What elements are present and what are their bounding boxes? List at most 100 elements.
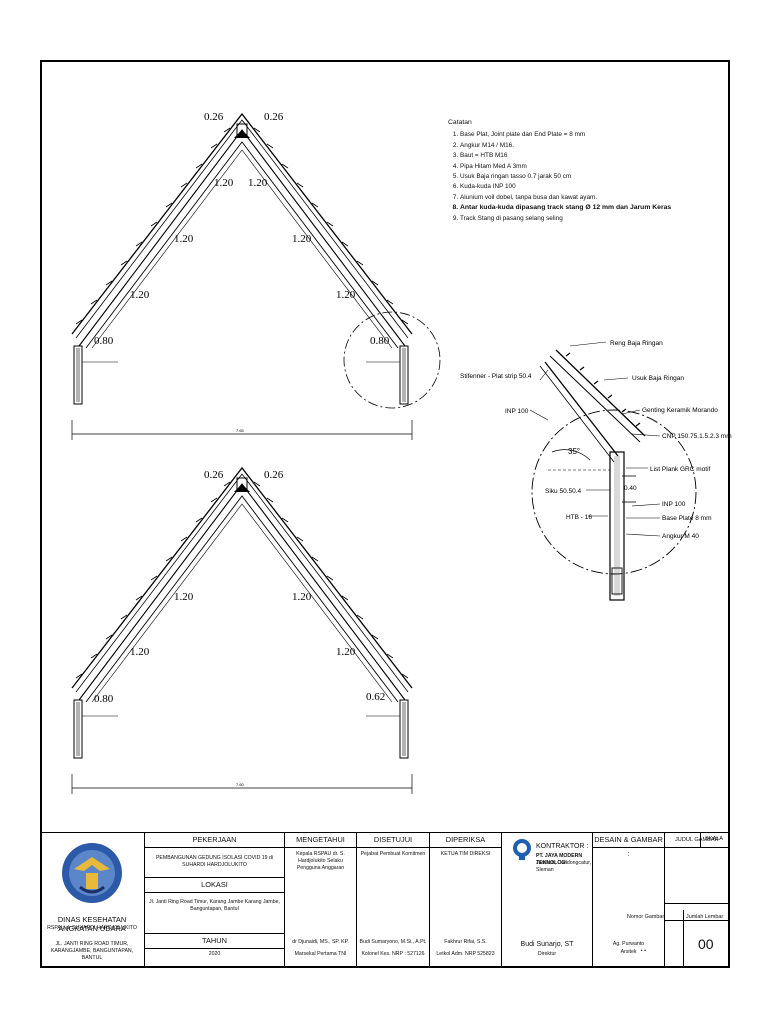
truss-top: 0.26 0.26 1.20 1.20 1.20 1.20 1.20 1.20 … [71, 111, 413, 441]
skala-divider [700, 832, 701, 848]
judul-header-row: JUDUL GAMBAR [665, 833, 728, 848]
truss-top-span: 7.65 [236, 428, 245, 433]
drawing-sheet [40, 60, 730, 968]
label-inp-bottom: INP 100 [662, 501, 686, 508]
agency-address: JL. JANTI RING ROAD TIMUR, KARANGJAMBE, … [50, 941, 134, 961]
note-item: Alunium voil dobel, tanpa busa dan kawat… [460, 193, 671, 203]
mengetahui-cell: MENGETAHUI Kepala RSPAU dr. S. Hardjoluk… [285, 833, 357, 967]
pekerjaan-value: PEMBANGUNAN GEDUNG ISOLASI COVID 19 di S… [155, 855, 274, 868]
truss-top-dim-right-1: 1.20 [248, 177, 268, 189]
label-cnp: CNP 150.75.1.5.2.3 mm [662, 433, 732, 440]
detail-view [529, 341, 697, 601]
truss-bottom-span: 7.60 [236, 782, 245, 787]
jumlah-value: 00 [698, 936, 714, 952]
label-base: Base Plate 8 mm [662, 515, 712, 522]
mengetahui-rank: Marsekal Pertama TNI [294, 951, 347, 957]
contractor-logo-icon [513, 839, 531, 860]
truss-top-dim-left-2: 1.20 [174, 233, 194, 245]
tahun-header: TAHUN [145, 933, 284, 949]
kontraktor-header: KONTRAKTOR : [536, 843, 589, 850]
desain-header: DESAIN & GAMBAR : [593, 835, 664, 858]
label-angkur: Angkur M 40 [662, 533, 699, 540]
truss-bottom: 0.26 0.26 1.20 1.20 1.20 1.20 0.80 0.62 … [71, 467, 413, 795]
diperiksa-header: DIPERIKSA [430, 833, 501, 848]
tahun-value: 2020 [208, 951, 221, 957]
agency-name: DINAS KESEHATAN ANGKATAN UDARA [57, 915, 127, 933]
lokasi-value: Jl. Janti Ring Road Timur, Karang Jambe … [149, 899, 280, 912]
nomor-label: Nomor Gambar [627, 914, 665, 920]
note-item: Antar kuda-kuda dipasang track stang Ø 1… [460, 203, 671, 213]
disetujui-cell: DISETUJUI Pejabat Pembuat Komitmen Budi … [357, 833, 430, 967]
skala-label: SKALA [705, 836, 724, 842]
nomor-value: .. [640, 940, 647, 954]
truss-bottom-dim-top-right: 0.26 [264, 469, 284, 481]
truss-bottom-eave-right: 0.62 [366, 691, 385, 703]
diperiksa-cell: DIPERIKSA KETUA TIM DIREKSI Fakhrur Rifa… [430, 833, 502, 967]
truss-top-eave-right: 0.80 [370, 335, 390, 347]
disetujui-role: Pejabat Pembuat Komitmen [360, 851, 426, 857]
truss-bottom-dim-left-1: 1.20 [174, 591, 194, 603]
truss-top-dim-left-1: 1.20 [214, 177, 234, 189]
truss-top-dim-top-right: 0.26 [264, 111, 284, 123]
diperiksa-name: Fakhrur Rifai, S.S. [444, 939, 487, 945]
kontraktor-cell: KONTRAKTOR : PT. JAYA MODERN TEKNOLOGI J… [502, 833, 593, 967]
label-list: List Plank GRC motif [650, 466, 711, 473]
kontraktor-company: PT. JAYA MODERN TEKNOLOGI [536, 853, 583, 866]
callout-circle-small [343, 311, 441, 409]
agency-sub: RSPAU dr SUHARDI HARDJOLUKITO [47, 925, 137, 931]
mengetahui-name: dr Djunaidi, MS., SP. KP. [292, 939, 349, 945]
judul-label: JUDUL GAMBAR [675, 837, 719, 843]
label-stiffener: Stifenner - Plat strip 50.4 [460, 373, 532, 380]
agency-logo-icon [62, 843, 122, 903]
judul-cell: JUDUL GAMBAR [665, 833, 728, 967]
disetujui-rank: Kolonel Kes. NRP : 527126 [361, 951, 425, 957]
note-item: Track Stang di pasang selang seling [460, 214, 671, 224]
mengetahui-role: Kepala RSPAU dr. S. Hardjolukito Selaku … [296, 851, 345, 871]
disetujui-header: DISETUJUI [357, 833, 429, 848]
lokasi-header: LOKASI [145, 877, 284, 893]
jumlah-label: Jumlah Lembar [686, 914, 724, 920]
truss-bottom-eave-left: 0.80 [94, 693, 114, 705]
nomor-row [665, 903, 728, 921]
label-reng: Reng Baja Ringan [610, 340, 663, 347]
truss-top-dim-left-3: 1.20 [130, 289, 150, 301]
note-item: Angkur M14 / M16. [460, 141, 671, 151]
truss-bottom-dim-left-2: 1.20 [130, 646, 150, 658]
truss-bottom-dim-top-left: 0.26 [204, 469, 224, 481]
label-htb: HTB - 16 [566, 514, 592, 521]
diperiksa-role: KETUA TIM DIREKSI [440, 851, 491, 857]
diperiksa-rank: Letkol Adm. NRP 525823 [436, 951, 495, 957]
truss-top-dim-right-2: 1.20 [292, 233, 312, 245]
project-cell: PEKERJAAN PEMBANGUNAN GEDUNG ISOLASI COV… [145, 833, 285, 967]
label-genteng: Genting Keramik Morando [642, 407, 718, 414]
agency-cell: DINAS KESEHATAN ANGKATAN UDARA RSPAU dr … [40, 833, 145, 967]
label-angle: 35° [568, 447, 580, 456]
label-inp-top: INP 100 [505, 408, 529, 415]
truss-top-eave-left: 0.80 [94, 335, 114, 347]
note-item: Pipa Hitam Med A 3mm [460, 162, 671, 172]
note-item: Baut = HTB M16 [460, 151, 671, 161]
notes-block: Catatan Base Plat, Joint plate dan End P… [448, 118, 671, 224]
label-usuk: Usuk Baja Ringan [632, 375, 684, 382]
truss-top-dim-top-left: 0.26 [204, 111, 224, 123]
jumlah-divider [683, 910, 684, 966]
truss-bottom-dim-right-1: 1.20 [292, 591, 312, 603]
mengetahui-header: MENGETAHUI [285, 833, 356, 848]
title-block: DINAS KESEHATAN ANGKATAN UDARA RSPAU dr … [40, 832, 730, 968]
kontraktor-address: Jarakan, Condongcatur, Sleman [536, 860, 592, 873]
note-item: Base Plat, Joint plate dan End Plate = 8… [460, 130, 671, 140]
pekerjaan-header: PEKERJAAN [145, 833, 284, 848]
disetujui-name: Budi Sumaryono, M.Si., A.Pt. [359, 939, 427, 945]
label-dim: 0.40 [624, 485, 637, 492]
truss-bottom-dim-right-2: 1.20 [336, 646, 356, 658]
truss-top-dim-right-3: 1.20 [336, 289, 356, 301]
desain-name: Ag. Purwanto [612, 941, 645, 947]
note-item: Kuda-kuda INP 100 [460, 182, 671, 192]
kontraktor-role: Direktur [537, 951, 557, 957]
note-item: Usuk Baja ringan tasso 0.7 jarak 50 cm [460, 172, 671, 182]
kontraktor-name: Budi Sunarjo, ST [520, 941, 574, 948]
notes-title: Catatan [448, 119, 472, 126]
desain-cell: DESAIN & GAMBAR : Ag. Purwanto Arsitek [593, 833, 665, 967]
label-siku: Siku 50.50.4 [545, 488, 582, 495]
